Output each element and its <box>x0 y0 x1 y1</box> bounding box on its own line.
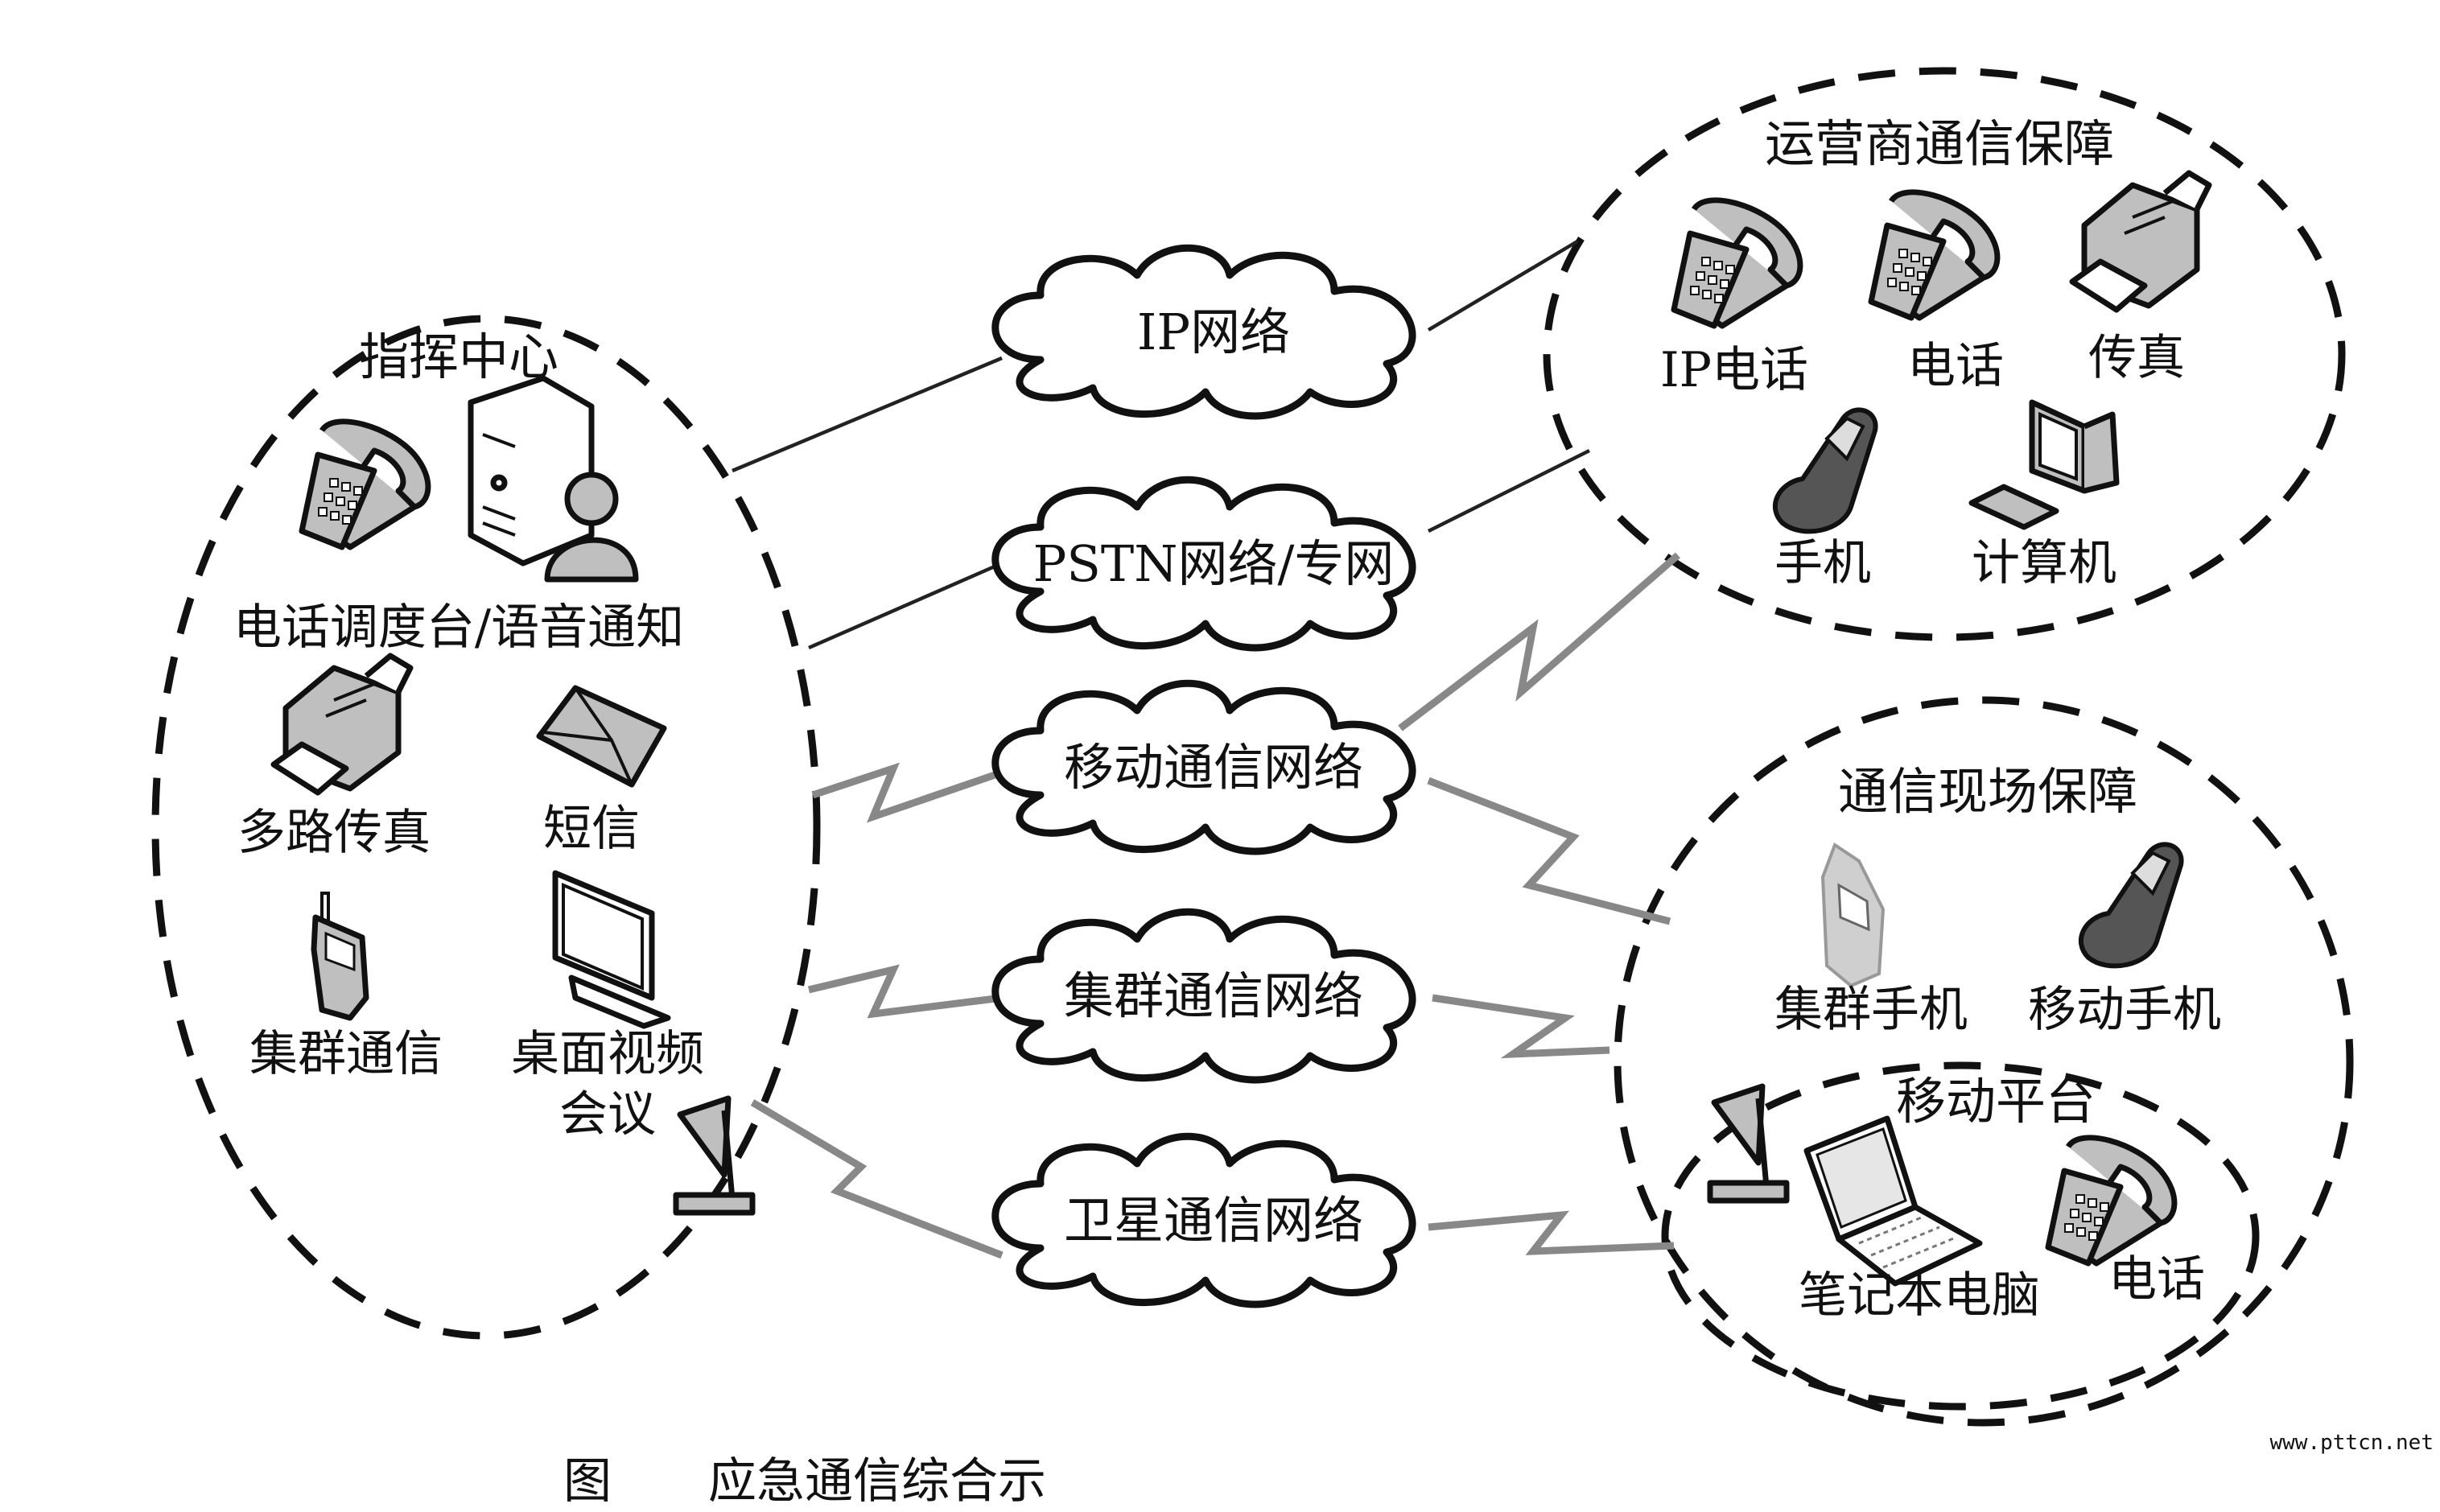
sms-label: 短信 <box>543 801 640 857</box>
link-satellite-right <box>1428 1210 1675 1255</box>
cloud-mobile-network: 移动通信网络 <box>995 683 1412 851</box>
mobile-platform-boundary <box>1661 1061 2260 1411</box>
trunk-comm-label: 集群通信 <box>249 1026 443 1082</box>
link-trunk-right <box>1432 994 1610 1059</box>
envelope-icon <box>536 685 667 788</box>
link-mobile-left <box>811 762 1004 823</box>
mobile-label: 手机 <box>1774 535 1871 591</box>
link-ip-left <box>732 356 1003 473</box>
cloud-label: 卫星通信网络 <box>1064 1191 1363 1250</box>
cloud-pstn-network: PSTN网络/专网 <box>995 480 1412 648</box>
field-title: 通信现场保障 <box>1838 762 2137 821</box>
platform-phone-label: 电话 <box>2108 1251 2205 1308</box>
dispatch-voice-label: 电话调度台/语音通知 <box>233 599 684 656</box>
trunk-handset-label: 集群手机 <box>1774 982 1968 1038</box>
cloud-label: 集群通信网络 <box>1064 966 1363 1025</box>
link-pstn-left <box>808 561 1003 650</box>
link-pstn-right <box>1427 448 1591 534</box>
video-conf-label-line2: 会议 <box>559 1086 656 1143</box>
video-conf-label-line1: 桌面视频 <box>511 1026 704 1082</box>
link-mobile-right-down <box>1427 777 1671 925</box>
figure-caption: 图 应急通信综合示 <box>563 1453 1046 1510</box>
mobile-phone-icon <box>1775 410 1876 531</box>
link-ip-right <box>1427 240 1579 332</box>
cloud-label: 移动通信网络 <box>1064 738 1363 797</box>
mobile-phone-icon <box>2081 844 2182 966</box>
ip-phone-label: IP电话 <box>1660 342 1808 398</box>
server-icon <box>468 375 595 566</box>
operator-title: 运营商通信保障 <box>1765 114 2114 173</box>
computer-icon <box>1968 399 2120 530</box>
cloud-label: PSTN网络/专网 <box>1033 534 1395 593</box>
user-icon <box>544 472 639 583</box>
trunk-handset-icon <box>311 892 369 1021</box>
fax-icon <box>2072 173 2209 310</box>
cloud-ip-network: IP网络 <box>995 248 1412 416</box>
fax-label: 传真 <box>2088 330 2185 386</box>
trunk-handset-icon <box>1820 842 1886 988</box>
phone-label: 电话 <box>1907 338 2004 394</box>
laptop-label: 笔记本电脑 <box>1799 1267 2040 1324</box>
cloud-satellite-network: 卫星通信网络 <box>995 1136 1412 1304</box>
mobile-platform-title: 移动平台 <box>1896 1072 2096 1131</box>
laptop-icon <box>1803 1115 1983 1287</box>
phone-icon <box>1871 192 1997 318</box>
command-center: 指挥中心 电话调度台/语音通知 多路传真 短信 集群通信 <box>233 328 752 1213</box>
multi-fax-label: 多路传真 <box>237 805 431 861</box>
monitor-icon <box>552 870 671 1029</box>
watermark: www.pttcn.net <box>2269 1431 2434 1455</box>
dispatch-phone-icon <box>302 422 428 547</box>
ip-phone-icon <box>1674 200 1800 326</box>
operator-boundary <box>1543 67 2346 641</box>
mobile-handset-label: 移动手机 <box>2028 982 2221 1038</box>
emergency-communication-diagram: IP网络 PSTN网络/专网 移动通信网络 集群通信网络 卫星通信网络 指挥中心… <box>151 67 2354 1427</box>
field-support: 通信现场保障 集群手机 移动手机 移动平台 笔记本电脑 电话 <box>1710 762 2221 1324</box>
operator-support: 运营商通信保障 IP电话 电话 传真 手机 计算机 <box>1660 114 2209 591</box>
phone-icon <box>2048 1138 2174 1263</box>
cloud-label: IP网络 <box>1137 303 1290 361</box>
field-boundary <box>1614 696 2354 1427</box>
command-center-boundary <box>151 315 821 1340</box>
link-mobile-right-up <box>1398 552 1680 731</box>
cloud-trunk-network: 集群通信网络 <box>995 912 1412 1080</box>
computer-label: 计算机 <box>1972 535 2116 591</box>
multi-fax-icon <box>274 656 410 793</box>
link-trunk-left <box>807 964 1003 1019</box>
link-satellite-left <box>750 1099 1004 1259</box>
command-center-title: 指挥中心 <box>359 328 558 386</box>
